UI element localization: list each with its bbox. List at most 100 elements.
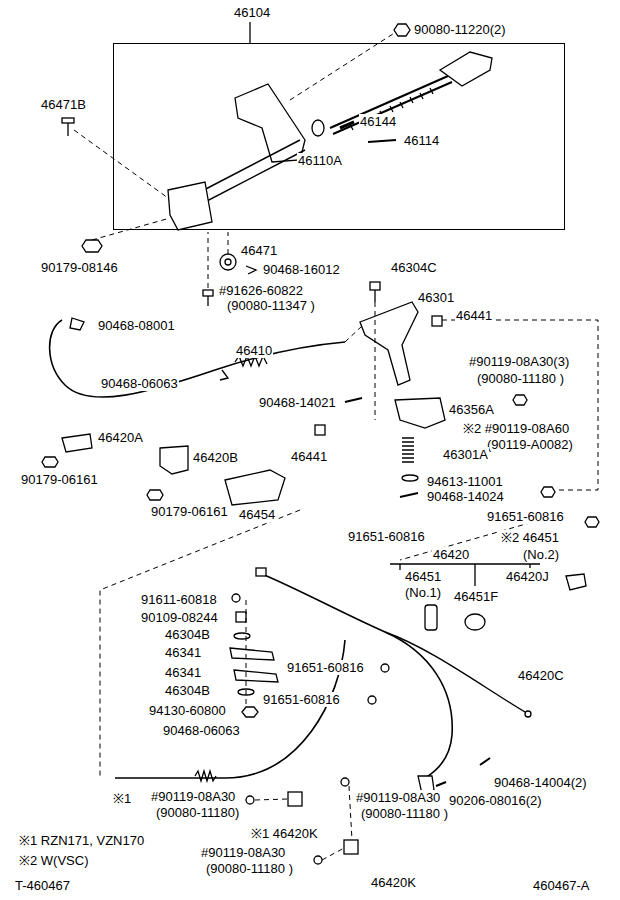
- part-number: (90080-11180 ): [360, 806, 449, 821]
- drawing-polygon: [513, 395, 527, 405]
- part-number: 46110A: [297, 153, 343, 168]
- drawing-circle: [232, 594, 240, 602]
- drawing-rect: [62, 118, 74, 123]
- part-number: 46410: [235, 343, 273, 358]
- part-number: 46301: [417, 290, 455, 305]
- drawing-polygon: [42, 457, 58, 467]
- part-number: 46441: [290, 449, 328, 464]
- part-number: 46341: [164, 665, 202, 680]
- drawing-line: [228, 232, 229, 254]
- part-number: 90468-06063: [162, 723, 241, 738]
- drawing-line: [368, 140, 396, 142]
- part-number: 46441: [455, 308, 493, 323]
- part-number: (90119-A0082): [486, 437, 574, 452]
- part-number: #90119-08A30: [200, 845, 286, 860]
- part-number: 90468-14004(2): [493, 775, 588, 790]
- part-number: 46471B: [40, 97, 87, 112]
- drawing-ellipse: [402, 475, 418, 481]
- assembly-box: 46104461444611446110A: [113, 43, 565, 230]
- part-number: 90179-06161: [150, 504, 229, 519]
- drawing-line: [67, 122, 68, 136]
- part-number: (No.2): [522, 547, 560, 562]
- drawing-path: [262, 574, 452, 778]
- drawing-line: [207, 296, 208, 306]
- drawing-polygon: [225, 470, 285, 505]
- part-number: 90109-08244: [140, 610, 219, 625]
- part-number: (90080-11180): [155, 805, 240, 820]
- part-number: 90468-16012: [262, 262, 341, 277]
- part-number: 46451: [404, 569, 442, 584]
- part-number: 46420: [432, 547, 470, 562]
- drawing-rect: [344, 840, 358, 854]
- drawing-line: [345, 398, 362, 402]
- part-number: 90468-06063: [100, 376, 179, 391]
- part-number: 46304B: [164, 683, 211, 698]
- part-number: 460467-A: [532, 878, 590, 893]
- note-text: ※2 W(VSC): [18, 853, 90, 868]
- drawing-circle: [225, 259, 231, 265]
- drawing-line: [322, 848, 344, 860]
- part-number: 46341: [164, 645, 202, 660]
- drawing-line: [249, 22, 250, 43]
- part-number: (90080-11180 ): [476, 371, 565, 386]
- drawing-g: [74, 32, 598, 860]
- part-number: 90179-08146: [40, 260, 119, 275]
- drawing-circle: [220, 254, 236, 270]
- drawing-rect: [236, 612, 246, 622]
- drawing-polygon: [234, 670, 278, 682]
- part-number: 91651-60816: [347, 529, 426, 544]
- drawing-polygon: [394, 24, 410, 36]
- drawing-polygon: [585, 517, 599, 527]
- part-number: 90468-08001: [97, 318, 176, 333]
- drawing-circle: [314, 856, 322, 864]
- drawing-circle: [341, 778, 349, 786]
- drawing-line: [374, 290, 375, 302]
- drawing-polygon: [566, 574, 586, 590]
- drawing-line: [480, 758, 490, 765]
- drawing-rect: [315, 425, 325, 435]
- drawing-line: [92, 218, 170, 240]
- drawing-polygon: [82, 240, 102, 252]
- part-number: 90080-11220(2): [413, 22, 507, 37]
- drawing-rect: [288, 792, 302, 806]
- drawing-line: [246, 600, 247, 705]
- drawing-rect: [370, 282, 380, 290]
- part-number: 46301A: [442, 447, 489, 462]
- drawing-line: [436, 782, 446, 786]
- drawing-ellipse: [465, 614, 485, 630]
- part-number: 46420J: [505, 569, 550, 584]
- part-number: #90119-08A30: [150, 789, 236, 804]
- part-number: 90468-14021: [258, 395, 337, 410]
- part-number: 94613-11001: [426, 474, 504, 489]
- part-number: 91651-60816: [286, 660, 365, 675]
- part-number: #90119-08A30: [355, 790, 441, 805]
- part-number: 46144: [359, 114, 397, 129]
- drawing-path: [70, 318, 84, 330]
- part-number: #90119-08A30(3): [468, 354, 570, 369]
- drawing-path: [402, 438, 414, 462]
- drawing-line: [333, 82, 452, 134]
- drawing-rect: [256, 568, 266, 576]
- drawing-circle: [381, 664, 389, 672]
- drawing-path: [246, 266, 256, 274]
- drawing-circle: [525, 711, 531, 717]
- drawing-polygon: [62, 434, 92, 452]
- part-number: 46420K: [370, 875, 417, 890]
- part-number: 46471: [240, 243, 278, 258]
- drawing-line: [340, 122, 354, 128]
- drawing-path: [50, 320, 345, 397]
- part-number: 91611-60818: [140, 592, 218, 607]
- part-number: 90206-08016(2): [448, 793, 543, 808]
- drawing-line: [400, 493, 418, 497]
- part-number: 91651-60816: [262, 692, 341, 707]
- note-text: ※1: [112, 791, 132, 806]
- note-text: ※2 46451: [500, 530, 560, 545]
- part-number: 90468-14024: [426, 489, 505, 504]
- drawing-circle: [368, 696, 376, 704]
- drawing-polygon: [395, 398, 445, 428]
- drawing-path: [220, 370, 228, 380]
- drawing-rect: [432, 316, 442, 326]
- part-number: 46114: [403, 133, 440, 148]
- drawing-line: [255, 799, 288, 800]
